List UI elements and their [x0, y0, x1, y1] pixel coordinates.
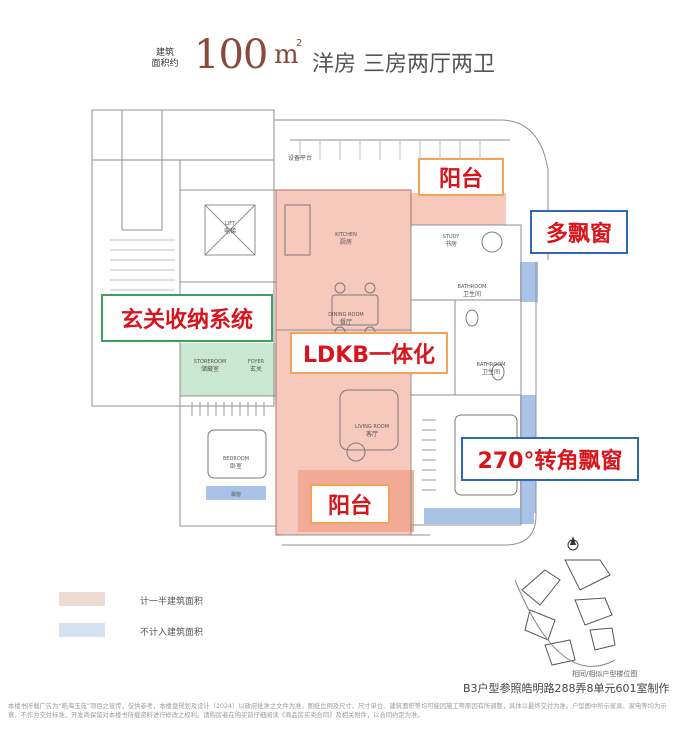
kitchen-label-cn: 厨房: [340, 238, 352, 246]
lift-label-cn: 电梯: [224, 227, 236, 235]
dining-label-cn: 餐厅: [340, 318, 352, 326]
bathroom1-label-cn: 卫生间: [463, 290, 481, 298]
disclaimer-text: 本楼书所载广告为“皓海玉苑”项目之宣传，仅供参考，本楼盘规划及设计（2024）以…: [8, 703, 667, 719]
callout-ldkb: LDKB一体化: [290, 332, 448, 374]
furniture: [207, 204, 518, 496]
callout-entry-storage: 玄关收纳系统: [101, 294, 273, 342]
plan-caption: B3户型参照皓明路288弄8单元601室制作: [463, 682, 670, 695]
north-arrow-icon: [567, 536, 579, 551]
site-map: [514, 559, 616, 667]
legend-half-area-label: 计一半建筑面积: [140, 597, 204, 607]
study-label-en: STUDY: [443, 234, 460, 240]
area-prefix-label: 建筑 面积约: [151, 48, 179, 69]
storeroom-zone: [180, 343, 276, 396]
area-unit-sup: 2: [296, 38, 303, 49]
legend-half-area-swatch: [59, 592, 105, 606]
callout-balcony-bottom: 阳台: [310, 484, 390, 524]
area-unit: m: [274, 40, 299, 70]
study-label-cn: 书房: [445, 240, 457, 248]
area-number: 100: [194, 32, 268, 78]
callout-bay-window: 多飘窗: [530, 210, 628, 254]
living-label-cn: 客厅: [366, 430, 378, 438]
living-label-en: LIVING ROOM: [355, 424, 389, 430]
storeroom-label-cn: 储藏室: [201, 365, 219, 373]
callout-corner-window: 270°转角飘窗: [461, 437, 639, 481]
plan-type-title: 洋房 三房两厅两卫: [312, 52, 495, 77]
bay-label: 飘窗: [231, 491, 241, 498]
dining-label-en: DINING ROOM: [328, 312, 363, 318]
storeroom-label-en: STOREROOM: [194, 359, 226, 365]
bedroom-label-en: BEDROOM: [223, 456, 249, 462]
bathroom1-label-en: BATHROOM: [458, 284, 487, 290]
callout-balcony-top: 阳台: [418, 158, 504, 196]
site-map-caption: 相同/相似户型楼位图: [572, 670, 638, 678]
plan-walls: [91, 109, 549, 546]
foyer-label-cn: 玄关: [250, 365, 262, 373]
lift-label-en: LIFT: [225, 221, 236, 227]
bedroom-label-cn: 卧室: [230, 462, 242, 470]
equipment-platform-label: 设备平台: [288, 154, 312, 162]
bathroom2-label-en: BATHROOM: [477, 362, 506, 368]
kitchen-label-en: KITCHEN: [335, 232, 357, 238]
bay-window-zones: [206, 262, 538, 524]
bathroom2-label-cn: 卫生间: [482, 368, 500, 376]
legend-excluded-area-swatch: [59, 623, 105, 637]
legend-excluded-area-label: 不计入建筑面积: [140, 628, 204, 638]
foyer-label-en: FOYER: [248, 359, 265, 365]
